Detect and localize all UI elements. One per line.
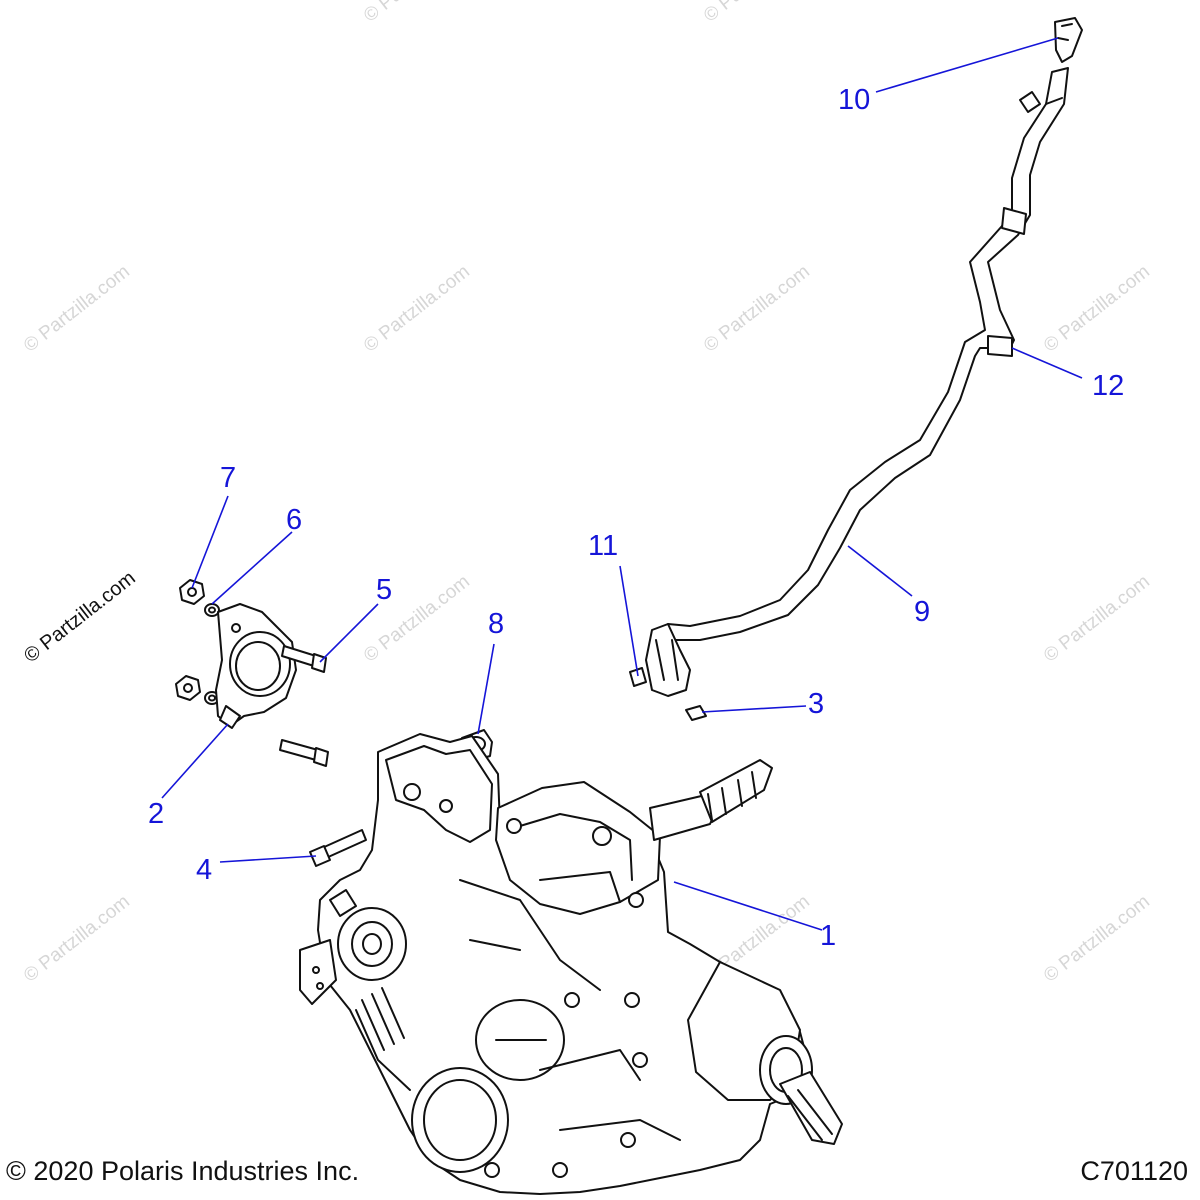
callout-12: 12 — [1092, 370, 1125, 402]
small-clip-part — [685, 705, 707, 721]
transmission-assembly — [299, 733, 843, 1195]
callout-6: 6 — [286, 504, 303, 536]
sensor-housing — [215, 603, 297, 729]
leader-lines — [161, 37, 1083, 931]
connector-part — [1054, 17, 1083, 63]
bolt-part — [279, 645, 329, 767]
callout-10: 10 — [838, 84, 871, 116]
clip-part — [629, 667, 647, 687]
copyright-text: © 2020 Polaris Industries Inc. — [6, 1156, 360, 1186]
callout-2: 2 — [148, 798, 165, 830]
drawing-id: C701120 — [1080, 1156, 1188, 1186]
nut-part — [175, 579, 205, 701]
callout-4: 4 — [196, 854, 213, 886]
hose-assembly — [645, 67, 1069, 697]
callout-3: 3 — [808, 688, 825, 720]
callout-11: 11 — [588, 530, 619, 562]
washer-part — [204, 603, 220, 705]
callout-5: 5 — [376, 574, 393, 606]
bolt-part — [309, 829, 367, 867]
callout-1: 1 — [820, 920, 837, 952]
callout-8: 8 — [488, 608, 505, 640]
callout-9: 9 — [914, 596, 931, 628]
callout-7: 7 — [220, 462, 237, 494]
